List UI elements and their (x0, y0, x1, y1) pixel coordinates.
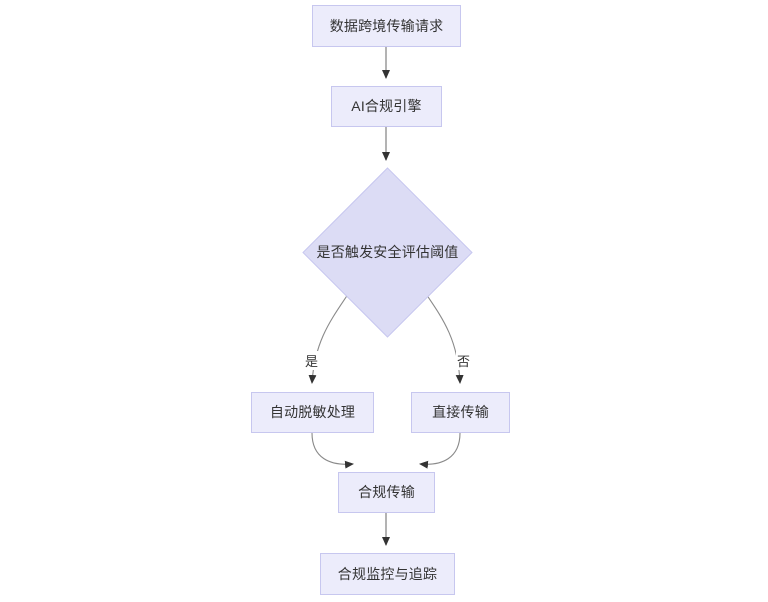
node-mask-label: 自动脱敏处理 (269, 404, 356, 421)
edge-label-yes: 是 (304, 351, 320, 370)
edge-direct-to-compliant (419, 432, 461, 469)
edge-mask-to-compliant (311, 432, 354, 469)
node-engine[interactable]: AI合规引擎 (331, 86, 442, 127)
node-compliant[interactable]: 合规传输 (338, 472, 435, 513)
node-compliant-label: 合规传输 (358, 484, 415, 501)
node-direct[interactable]: 直接传输 (411, 392, 510, 433)
node-request-label: 数据跨境传输请求 (329, 17, 444, 34)
node-monitor[interactable]: 合规监控与追踪 (320, 553, 455, 595)
node-monitor-label: 合规监控与追踪 (337, 565, 438, 582)
node-decision[interactable]: 是否触发安全评估阈值 (302, 167, 473, 338)
diamond-shape (302, 167, 473, 338)
node-decision-label: 是否触发安全评估阈值 (316, 244, 459, 261)
node-mask[interactable]: 自动脱敏处理 (251, 392, 374, 433)
node-request[interactable]: 数据跨境传输请求 (312, 5, 461, 47)
node-direct-label: 直接传输 (432, 404, 489, 421)
node-engine-label: AI合规引擎 (351, 98, 422, 115)
edge-label-no: 否 (456, 351, 472, 370)
